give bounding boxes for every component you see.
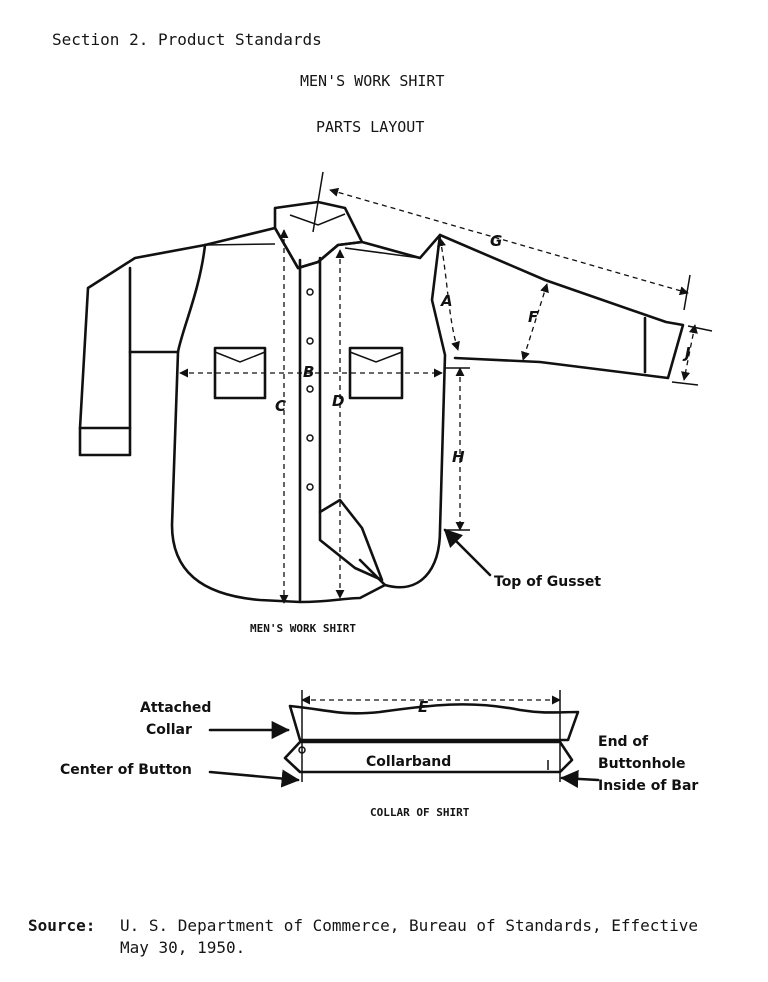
source-line-2: May 30, 1950. <box>120 938 246 957</box>
collar-diagram-drawing <box>208 690 600 788</box>
measurements <box>179 171 713 604</box>
callout-center-of-button: Center of Button <box>60 762 192 778</box>
document-title: MEN'S WORK SHIRT <box>300 72 445 90</box>
callout-collarband: Collarband <box>366 754 451 770</box>
shirt-collar <box>273 200 364 270</box>
section-heading: Section 2. Product Standards <box>52 30 322 49</box>
left-sleeve <box>78 243 207 457</box>
button-5 <box>306 483 314 491</box>
label-c: C <box>275 397 286 415</box>
right-pocket <box>348 346 404 400</box>
source-line-1: U. S. Department of Commerce, Bureau of … <box>120 916 698 935</box>
callout-end-line1: End of <box>598 734 649 750</box>
label-g: G <box>490 232 502 250</box>
label-j: J <box>682 344 691 362</box>
button-1 <box>306 288 314 296</box>
button-2 <box>306 337 314 345</box>
label-f: F <box>528 308 539 326</box>
label-e: E <box>418 698 429 716</box>
front-placket <box>298 256 322 602</box>
attached-collar-shape <box>288 703 580 742</box>
shirt-caption: MEN'S WORK SHIRT <box>250 622 356 635</box>
front-tail-flap <box>318 498 384 582</box>
source-label: Source: <box>28 916 96 935</box>
collar-caption: COLLAR OF SHIRT <box>370 806 470 819</box>
right-yoke-seam <box>344 247 421 259</box>
callout-top-of-gusset: Top of Gusset <box>494 574 601 590</box>
left-pocket-flap <box>214 351 266 363</box>
document-subtitle: PARTS LAYOUT <box>316 118 425 136</box>
gusset-pointer <box>443 528 492 577</box>
measure-g <box>329 187 689 296</box>
left-pocket <box>213 346 267 400</box>
callout-end-line2: Buttonhole <box>598 756 686 772</box>
measure-f <box>521 283 549 361</box>
callout-attached-line2: Collar <box>146 722 192 738</box>
right-sleeve <box>438 233 685 380</box>
callout-end-line3: Inside of Bar <box>598 778 698 794</box>
label-a: A <box>440 292 453 310</box>
measure-a <box>437 237 460 351</box>
callout-attached-line1: Attached <box>140 700 211 716</box>
measure-j <box>681 324 698 381</box>
label-d: D <box>332 392 344 410</box>
shirt-body-left <box>170 243 387 604</box>
right-pocket-flap <box>349 351 403 363</box>
label-b: B <box>303 363 314 381</box>
button-4 <box>306 434 314 442</box>
button-3 <box>306 385 314 393</box>
shirt-body <box>203 226 447 589</box>
left-yoke-seam <box>204 243 276 246</box>
collar-fold-line <box>289 213 346 226</box>
label-h: H <box>452 448 465 466</box>
shirt-outline <box>78 200 685 604</box>
